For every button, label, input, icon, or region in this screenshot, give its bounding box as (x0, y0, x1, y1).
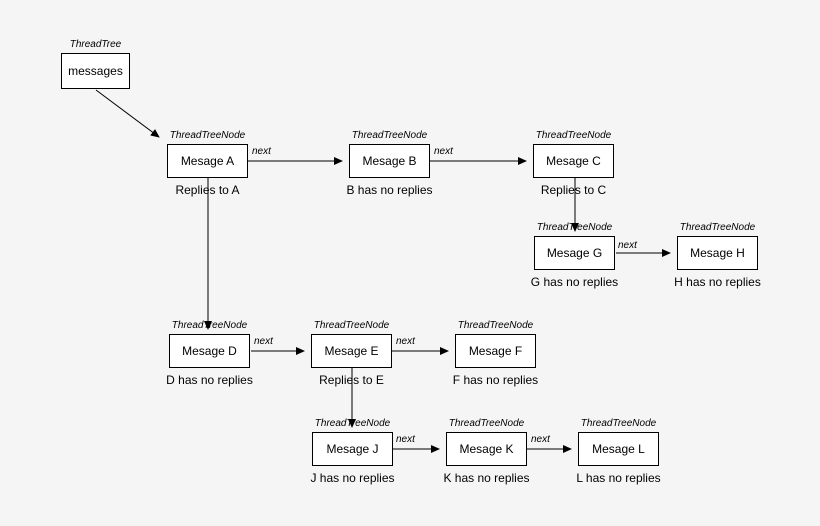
edge-messages-a (95, 89, 160, 138)
node-title: Mesage J (326, 442, 379, 456)
node-caption: K has no replies (443, 471, 530, 485)
node-box[interactable]: Mesage B (349, 144, 430, 178)
node-type-label: ThreadTreeNode (314, 418, 391, 429)
node-title: Mesage K (459, 442, 514, 456)
node-type-label: ThreadTreeNode (536, 222, 613, 233)
node-type-label: ThreadTreeNode (457, 320, 534, 331)
node-title: Mesage C (546, 154, 601, 168)
node-type-label: ThreadTreeNode (169, 130, 246, 141)
node-mesage-a: ThreadTreeNode Mesage A Replies to A (167, 130, 248, 197)
node-mesage-b: ThreadTreeNode Mesage B B has no replies (346, 130, 432, 197)
edge-label-next-b-c: next (434, 146, 453, 157)
node-type-label: ThreadTreeNode (313, 320, 390, 331)
node-box[interactable]: messages (61, 53, 130, 89)
node-title: Mesage F (468, 344, 523, 358)
node-caption: H has no replies (674, 275, 761, 289)
node-title: Mesage A (180, 154, 235, 168)
node-type-label: ThreadTree (69, 39, 122, 50)
node-caption: B has no replies (346, 183, 433, 197)
node-box[interactable]: Mesage H (677, 236, 758, 270)
node-type-label: ThreadTreeNode (580, 418, 657, 429)
node-type-label: ThreadTreeNode (535, 130, 612, 141)
node-title: Mesage H (690, 246, 745, 260)
node-type-label: ThreadTreeNode (448, 418, 525, 429)
node-title: Mesage G (546, 246, 603, 260)
node-caption: F has no replies (452, 373, 539, 387)
node-box[interactable]: Mesage E (311, 334, 392, 368)
node-caption: Replies to E (319, 373, 384, 387)
edge-label-next-d-e: next (254, 336, 273, 347)
node-caption: J has no replies (310, 471, 395, 485)
node-box[interactable]: Mesage F (455, 334, 536, 368)
node-mesage-e: ThreadTreeNode Mesage E Replies to E (311, 320, 392, 387)
node-mesage-g: ThreadTreeNode Mesage G G has no replies (531, 222, 618, 289)
node-caption: L has no replies (576, 471, 661, 485)
edge-label-next-k-l: next (531, 434, 550, 445)
node-title: messages (68, 64, 123, 78)
node-messages: ThreadTree messages (61, 39, 130, 89)
node-caption: Replies to C (540, 183, 607, 197)
node-box[interactable]: Mesage K (446, 432, 527, 466)
node-mesage-h: ThreadTreeNode Mesage H H has no replies (674, 222, 761, 289)
node-caption: Replies to A (175, 183, 240, 197)
edge-label-next-a-b: next (252, 146, 271, 157)
node-type-label: ThreadTreeNode (679, 222, 756, 233)
edge-label-next-j-k: next (396, 434, 415, 445)
node-caption: D has no replies (166, 373, 253, 387)
node-mesage-l: ThreadTreeNode Mesage L L has no replies (576, 418, 660, 485)
node-mesage-c: ThreadTreeNode Mesage C Replies to C (533, 130, 614, 197)
node-title: Mesage B (362, 154, 417, 168)
node-box[interactable]: Mesage J (312, 432, 393, 466)
edge-label-next-e-f: next (396, 336, 415, 347)
node-mesage-f: ThreadTreeNode Mesage F F has no replies (453, 320, 538, 387)
node-box[interactable]: Mesage D (169, 334, 250, 368)
node-box[interactable]: Mesage A (167, 144, 248, 178)
node-type-label: ThreadTreeNode (351, 130, 428, 141)
node-mesage-j: ThreadTreeNode Mesage J J has no replies (310, 418, 394, 485)
edge-label-next-g-h: next (618, 240, 637, 251)
node-mesage-k: ThreadTreeNode Mesage K K has no replies (443, 418, 529, 485)
node-box[interactable]: Mesage L (578, 432, 659, 466)
node-title: Mesage D (182, 344, 237, 358)
node-mesage-d: ThreadTreeNode Mesage D D has no replies (166, 320, 253, 387)
node-caption: G has no replies (530, 275, 619, 289)
node-title: Mesage L (592, 442, 645, 456)
node-type-label: ThreadTreeNode (171, 320, 248, 331)
node-box[interactable]: Mesage C (533, 144, 614, 178)
node-box[interactable]: Mesage G (534, 236, 615, 270)
node-title: Mesage E (324, 344, 379, 358)
